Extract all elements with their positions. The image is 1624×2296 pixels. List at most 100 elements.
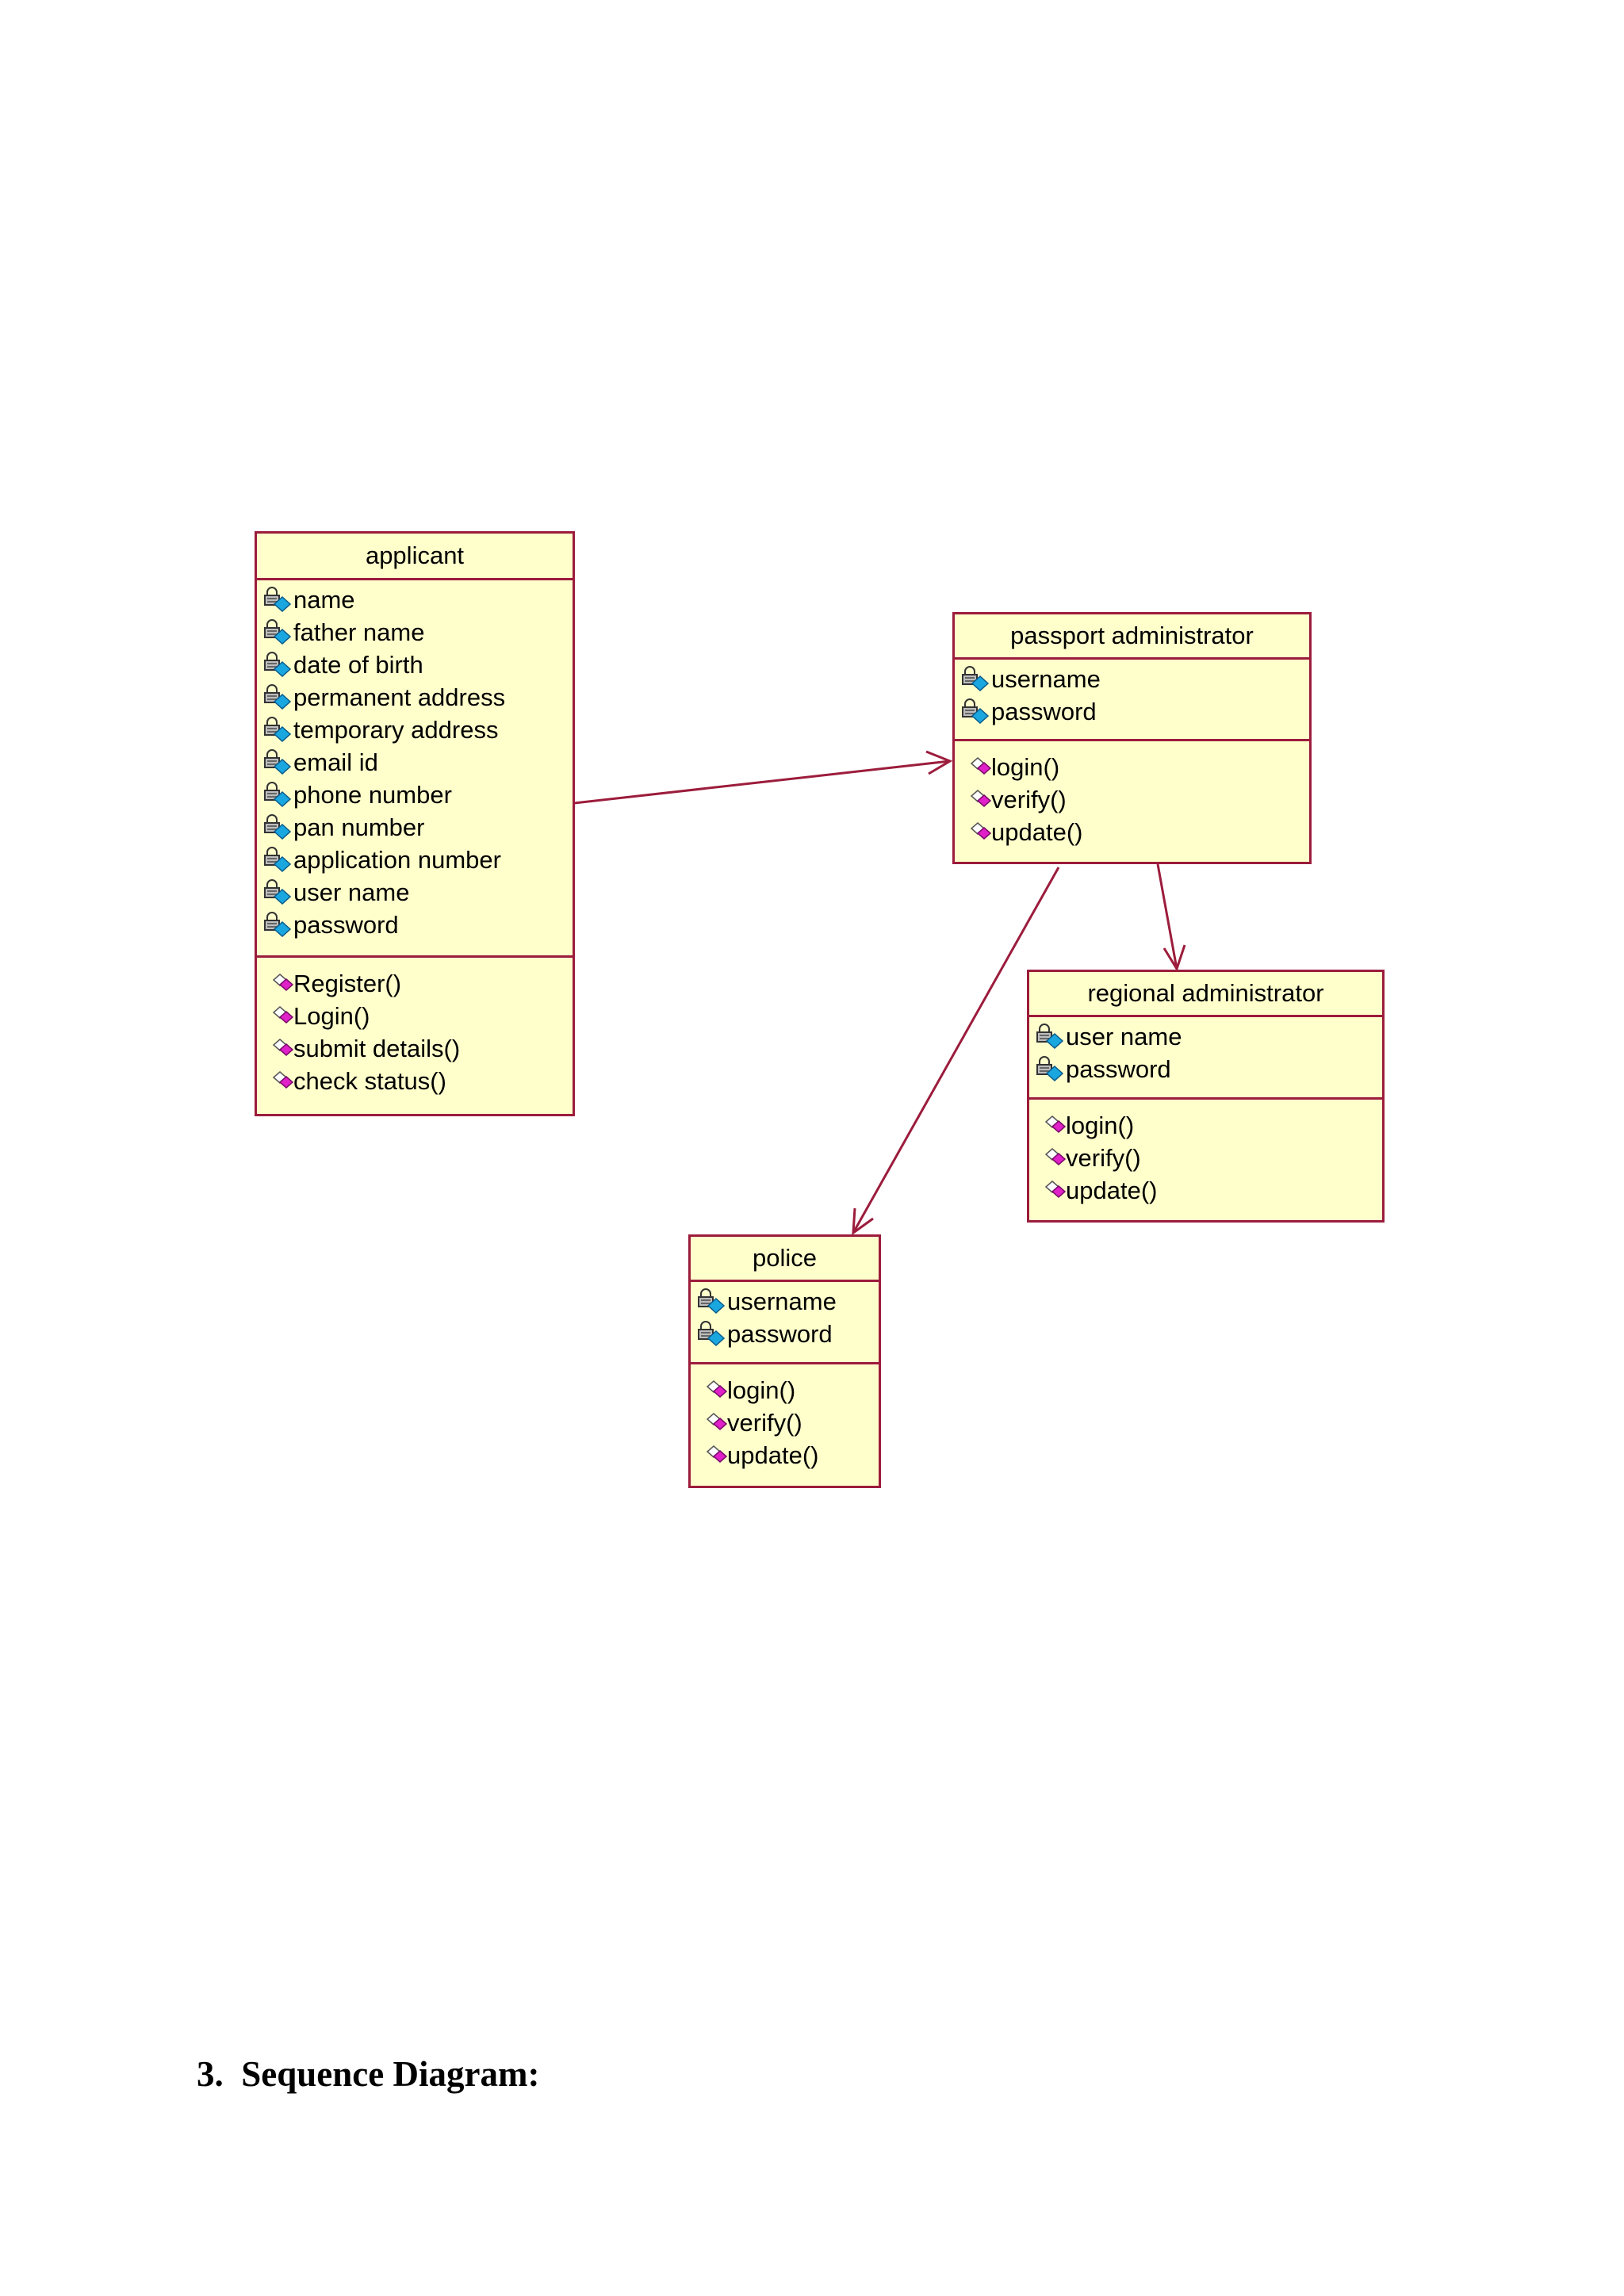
attribute-label: username [991,665,1101,693]
operation-compartment: login() verify() update() [691,1364,879,1471]
diamond-operation-icon [706,1441,728,1463]
operation-label: Login() [293,1002,370,1030]
attribute-label: father name [293,618,425,646]
operation-label: verify() [991,786,1067,813]
lock-diamond-attribute-icon [263,912,293,939]
attribute-row: application number [263,844,573,876]
class-title: police [691,1237,879,1282]
attribute-row: pan number [263,811,573,844]
attribute-compartment: user name password [1029,1017,1382,1100]
operation-row: submit details() [272,1032,573,1065]
attribute-row: date of birth [263,649,573,681]
diamond-operation-icon [970,785,992,807]
lock-diamond-attribute-icon [263,587,293,614]
operation-row: login() [706,1374,879,1406]
attribute-row: temporary address [263,714,573,746]
attribute-row: email id [263,746,573,779]
attribute-row: username [961,663,1309,695]
attribute-label: email id [293,748,378,776]
attribute-label: name [293,586,355,614]
lock-diamond-attribute-icon [263,652,293,679]
lock-diamond-attribute-icon [961,698,991,725]
attribute-row: name [263,584,573,616]
attribute-compartment: username password [955,660,1309,741]
operation-compartment: login() verify() update() [1029,1100,1382,1207]
class-title: regional administrator [1029,972,1382,1017]
lock-diamond-attribute-icon [961,666,991,693]
attribute-label: permanent address [293,683,506,711]
operation-row: login() [970,751,1309,783]
association-passport-admin-to-police [852,867,1060,1236]
attribute-row: user name [1036,1020,1382,1053]
attribute-label: temporary address [293,716,499,744]
diamond-operation-icon [706,1408,728,1430]
association-passport-admin-to-regional-admin [1156,863,1186,972]
attribute-label: username [727,1288,837,1315]
diamond-operation-icon [1044,1176,1067,1198]
operation-row: check status() [272,1065,573,1097]
diamond-operation-icon [272,1001,294,1024]
lock-diamond-attribute-icon [1036,1056,1066,1083]
attribute-row: password [697,1318,879,1350]
attribute-label: password [991,698,1097,725]
operation-compartment: login() verify() update() [955,741,1309,848]
operation-label: login() [1066,1112,1135,1139]
class-title: passport administrator [955,614,1309,660]
attribute-row: password [1036,1053,1382,1085]
operation-row: update() [706,1439,879,1471]
operation-label: update() [991,818,1083,846]
attribute-label: user name [1066,1023,1182,1050]
attribute-row: username [697,1285,879,1318]
class-applicant[interactable]: applicant name father name date of birth… [255,531,575,1116]
attribute-compartment: name father name date of birth permanent… [257,580,573,958]
diamond-operation-icon [970,817,992,840]
attribute-label: application number [293,846,501,874]
operation-row: verify() [970,783,1309,816]
operation-row: update() [970,816,1309,848]
lock-diamond-attribute-icon [697,1321,727,1348]
attribute-label: date of birth [293,651,423,679]
attribute-row: phone number [263,779,573,811]
lock-diamond-attribute-icon [697,1288,727,1315]
operation-label: check status() [293,1067,446,1095]
class-regional-administrator[interactable]: regional administrator user name passwor… [1027,970,1385,1223]
diamond-operation-icon [970,752,992,775]
operation-row: Register() [272,967,573,1000]
operation-label: login() [991,753,1060,781]
attribute-label: phone number [293,781,452,809]
attribute-compartment: username password [691,1282,879,1364]
class-passport-administrator[interactable]: passport administrator username password… [952,612,1312,864]
attribute-label: user name [293,878,410,906]
operation-label: Register() [293,970,402,997]
lock-diamond-attribute-icon [1036,1024,1066,1050]
association-applicant-to-passport-admin [573,750,953,805]
attribute-label: password [1066,1055,1171,1083]
operation-label: update() [727,1441,819,1469]
attribute-label: pan number [293,813,425,841]
operation-row: verify() [1044,1142,1382,1174]
diamond-operation-icon [272,1066,294,1089]
class-title: applicant [257,534,573,580]
class-police[interactable]: police username password login() verify(… [688,1234,881,1488]
lock-diamond-attribute-icon [263,619,293,646]
operation-label: login() [727,1376,796,1404]
operation-row: login() [1044,1109,1382,1142]
lock-diamond-attribute-icon [263,847,293,874]
lock-diamond-attribute-icon [263,749,293,776]
diamond-operation-icon [272,1034,294,1056]
section-title: Sequence Diagram: [241,2054,540,2094]
attribute-label: password [293,911,399,939]
operation-compartment: Register() Login() submit details() chec… [257,958,573,1097]
lock-diamond-attribute-icon [263,684,293,711]
operation-label: verify() [1066,1144,1141,1172]
attribute-row: password [263,909,573,941]
lock-diamond-attribute-icon [263,782,293,809]
diamond-operation-icon [272,969,294,991]
operation-label: update() [1066,1177,1158,1204]
operation-label: submit details() [293,1035,461,1062]
attribute-row: user name [263,876,573,909]
attribute-label: password [727,1320,833,1348]
diamond-operation-icon [1044,1143,1067,1165]
operation-row: verify() [706,1406,879,1439]
